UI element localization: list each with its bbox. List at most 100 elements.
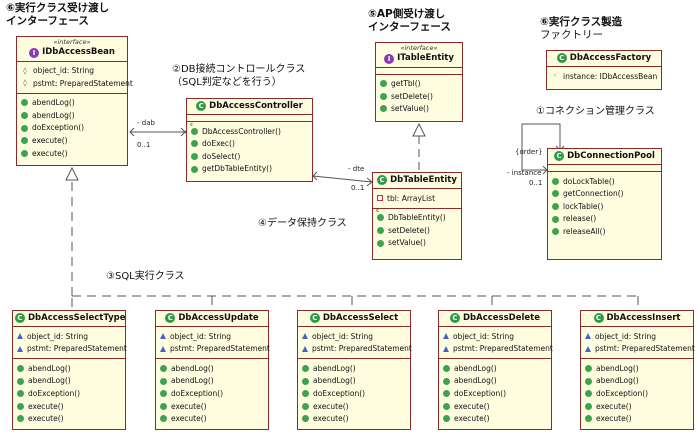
method-row: execute() <box>585 413 689 426</box>
method-icon <box>380 80 387 88</box>
method-row: execute() <box>21 147 123 160</box>
method-icon <box>160 364 167 372</box>
protected-field-icon <box>585 345 591 352</box>
field-text: object_id: String <box>312 331 373 341</box>
method-icon <box>377 239 384 247</box>
method-text: abendLog() <box>454 363 497 373</box>
method-icon <box>443 415 450 423</box>
method-icon <box>552 177 559 185</box>
method-text: DbAccessController() <box>202 126 281 136</box>
method-row: execute() <box>302 400 406 413</box>
class-icon: C <box>309 313 320 323</box>
method-text: release() <box>563 214 597 224</box>
method-text: lockTable() <box>563 201 604 211</box>
method-row: doException() <box>443 387 547 400</box>
method-text: execute() <box>28 401 64 411</box>
field-text: object_id: String <box>453 331 514 341</box>
method-icon <box>160 390 167 398</box>
method-icon <box>443 402 450 410</box>
field-row: object_id: String <box>585 330 689 343</box>
method-icon <box>302 402 309 410</box>
protected-field-icon <box>443 333 449 340</box>
method-row: doException() <box>160 387 264 400</box>
method-text: doExec() <box>202 139 235 149</box>
assoc-dte <box>312 175 373 183</box>
method-text: doException() <box>32 123 85 133</box>
method-text: execute() <box>454 401 490 411</box>
method-row: abendLog() <box>21 97 123 110</box>
stereotype: «interface» <box>400 44 438 52</box>
method-text: abendLog() <box>171 376 214 386</box>
label-tableentity-line1: ⑤AP側受け渡し <box>368 8 446 20</box>
method-text: doException() <box>313 388 366 398</box>
private-field-icon <box>377 195 383 202</box>
method-icon <box>17 377 24 385</box>
label-bean: ⑥実行クラス受け渡し インターフェース <box>6 2 109 28</box>
method-row: doException() <box>302 387 406 400</box>
method-text: releaseAll() <box>563 226 606 236</box>
field-text: pstmt: PreparedStatement <box>312 344 412 354</box>
method-row: execute() <box>17 400 121 413</box>
method-row: abendLog() <box>302 362 406 375</box>
method-icon <box>552 215 559 223</box>
label-bean-line1: ⑥実行クラス受け渡し <box>6 2 110 14</box>
constructor-icon <box>376 209 384 222</box>
class-name-text: DbTableEntity <box>390 174 457 185</box>
method-icon <box>160 415 167 423</box>
method-row: abendLog() <box>17 375 121 388</box>
method-row: getConnection() <box>552 188 657 201</box>
method-text: abendLog() <box>28 376 71 386</box>
class-icon: C <box>15 313 25 323</box>
method-icon <box>191 152 198 160</box>
method-text: setDelete() <box>388 225 430 235</box>
methods-section: abendLog()abendLog()doException()execute… <box>13 359 125 428</box>
method-icon <box>302 390 309 398</box>
field-text: pstmt: PreparedStatement <box>170 344 270 354</box>
field-text: pstmt: PreparedStatement <box>27 344 127 354</box>
methods-section: abendLog()abendLog()doException()execute… <box>156 359 268 428</box>
field-text: object_id: String <box>595 331 656 341</box>
method-icon <box>443 390 450 398</box>
fields-section: object_id: String pstmt: PreparedStatemen… <box>581 327 695 360</box>
method-text: doException() <box>28 388 81 398</box>
realization-bus <box>72 295 639 307</box>
method-icon <box>552 190 559 198</box>
methods-section: abendLog()abendLog()doException()execute… <box>581 359 693 428</box>
method-row: DbTableEntity() <box>376 209 457 225</box>
field-text: pstmt: PreparedStatement <box>595 344 695 354</box>
methods-section: DbTableEntity() setDelete() setValue() <box>373 209 461 253</box>
method-row: execute() <box>160 400 264 413</box>
assoc-dab-role: - dab <box>137 119 155 127</box>
method-icon <box>302 415 309 423</box>
method-icon <box>21 137 28 145</box>
method-text: execute() <box>313 414 349 424</box>
assoc-dab-multiplicity: 0..1 <box>137 141 151 149</box>
method-icon <box>17 402 24 410</box>
class-name-text: DbConnectionPool <box>567 150 655 161</box>
method-icon <box>17 415 24 423</box>
field-row: object_id: String <box>17 330 121 343</box>
method-icon <box>443 364 450 372</box>
